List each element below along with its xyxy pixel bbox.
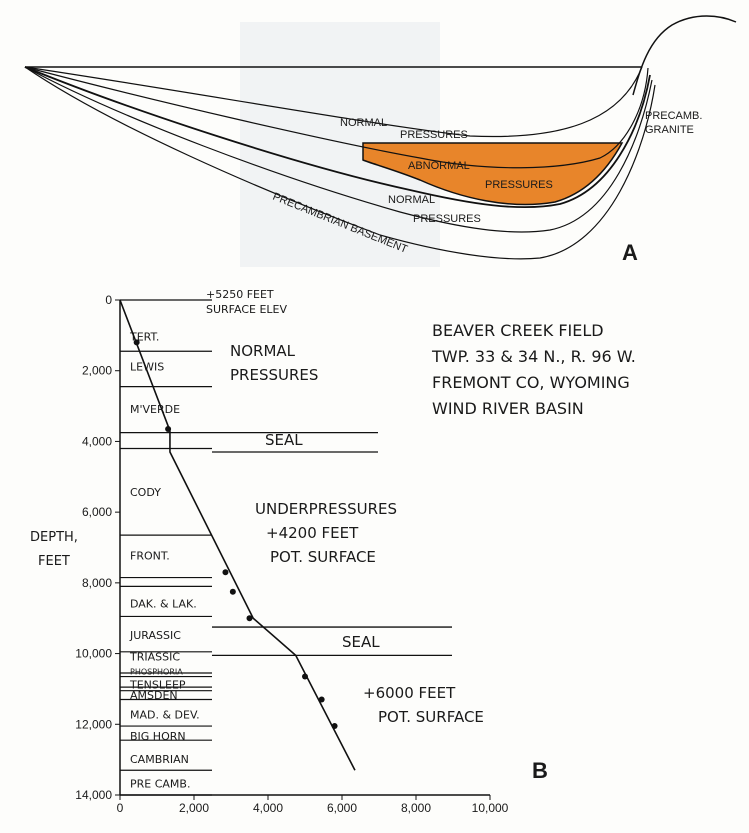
formation-label: M'VERDE xyxy=(130,403,180,416)
pressure-measurement-point xyxy=(331,723,338,730)
formation-label: JURASSIC xyxy=(129,629,181,642)
pressure-measurement-point xyxy=(222,569,229,576)
underpressures-line3: POT. SURFACE xyxy=(270,548,376,566)
y-tick-label: 12,000 xyxy=(75,717,112,731)
granite-outline xyxy=(632,15,737,96)
y-tick-label: 4,000 xyxy=(82,434,112,448)
underpressures-line1: UNDERPRESSURES xyxy=(255,500,397,518)
deep-pot-surface-line2: POT. SURFACE xyxy=(378,708,484,726)
field-info-line2: TWP. 33 & 34 N., R. 96 W. xyxy=(431,347,636,366)
pressure-measurement-point xyxy=(229,588,236,595)
field-info-line3: FREMONT CO, WYOMING xyxy=(432,373,630,392)
normal-pressures-lower-line2: PRESSURES xyxy=(413,213,481,225)
y-tick-label: 0 xyxy=(105,293,112,307)
formation-label: MAD. & DEV. xyxy=(130,709,200,722)
normal-pressures-upper-line2: PRESSURES xyxy=(400,129,468,141)
granite-label-line2: GRANITE xyxy=(645,124,694,136)
y-tick-label: 14,000 xyxy=(75,788,112,802)
x-tick-label: 8,000 xyxy=(401,801,431,815)
formation-label: DAK. & LAK. xyxy=(130,597,197,610)
pressure-measurement-point xyxy=(165,426,172,433)
abnormal-label: ABNORMAL xyxy=(408,160,470,172)
formation-label: BIG HORN xyxy=(130,730,186,743)
underpressures-line2: +4200 FEET xyxy=(266,524,359,542)
normal-pressures-upper-line1: NORMAL xyxy=(340,117,387,129)
x-tick-label: 6,000 xyxy=(327,801,357,815)
y-axis-title-line1: DEPTH, xyxy=(30,530,78,545)
formation-label: CAMBRIAN xyxy=(130,753,189,766)
pressure-measurement-point xyxy=(246,615,253,622)
panel-a-label: A xyxy=(622,240,638,265)
formation-label: PHOSPHORIA xyxy=(130,667,183,676)
stratum-line-5 xyxy=(24,66,656,260)
x-tick-label: 0 xyxy=(117,801,124,815)
formation-label: TRIASSIC xyxy=(129,650,180,663)
stratum-line-3 xyxy=(24,66,651,209)
y-axis-title-line2: FEET xyxy=(38,554,70,569)
field-info-line4: WIND RIVER BASIN xyxy=(432,399,584,418)
y-tick-label: 8,000 xyxy=(82,576,112,590)
stratum-line-2 xyxy=(24,66,649,169)
formation-label: AMSDEN xyxy=(130,689,178,702)
seal-upper-label: SEAL xyxy=(265,431,303,449)
field-info-line1: BEAVER CREEK FIELD xyxy=(432,321,604,340)
formation-label: PRE CAMB. xyxy=(130,778,190,791)
formation-label: CODY xyxy=(130,486,161,499)
y-tick-label: 2,000 xyxy=(82,364,112,378)
panel-b: BEAVER CREEK FIELD TWP. 33 & 34 N., R. 9… xyxy=(30,288,636,815)
stratum-line-1 xyxy=(24,66,643,138)
seal-lower-label: SEAL xyxy=(342,633,380,651)
pressure-measurement-point xyxy=(133,339,140,346)
formation-label: LEWIS xyxy=(130,360,164,373)
depth-pressure-plot: 0 2,000 4,000 6,000 8,000 10,000 12,000 14,000 0… xyxy=(75,293,508,815)
normal-pressures-line2: PRESSURES xyxy=(230,366,318,384)
formation-label: FRONT. xyxy=(130,550,170,563)
pressure-measurement-point xyxy=(302,673,308,680)
y-tick-label: 10,000 xyxy=(75,647,112,661)
pressure-measurement-point xyxy=(318,696,325,703)
abnormal-pressures-label: PRESSURES xyxy=(485,179,553,191)
normal-pressures-lower-line1: NORMAL xyxy=(388,194,435,206)
abnormal-pressure-zone xyxy=(362,142,624,206)
normal-pressures-line1: NORMAL xyxy=(230,342,296,360)
granite-label-line1: PRECAMB. xyxy=(645,110,702,122)
x-tick-label: 10,000 xyxy=(472,801,509,815)
stratum-line-4 xyxy=(24,66,653,233)
panel-a: NORMAL PRESSURES ABNORMAL PRESSURES NORM… xyxy=(24,15,737,267)
deep-pot-surface-line1: +6000 FEET xyxy=(363,684,456,702)
surface-elev-line2: SURFACE ELEV xyxy=(206,303,287,316)
panel-b-label: B xyxy=(532,758,548,783)
formation-label: TENSLEEP xyxy=(129,679,186,692)
surface-elev-line1: +5250 FEET xyxy=(206,288,274,301)
x-tick-label: 2,000 xyxy=(179,801,209,815)
y-tick-label: 6,000 xyxy=(82,505,112,519)
x-tick-label: 4,000 xyxy=(253,801,283,815)
